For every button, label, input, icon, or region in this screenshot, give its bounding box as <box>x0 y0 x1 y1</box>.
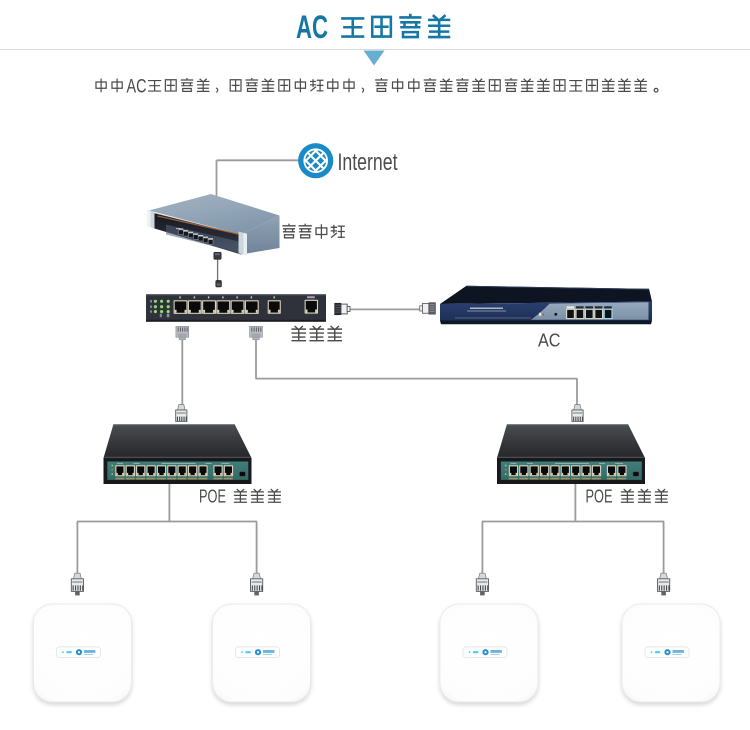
svg-text:AC: AC <box>296 9 328 45</box>
svg-text:Internet: Internet <box>338 149 398 176</box>
svg-text:POE: POE <box>199 486 226 506</box>
svg-text:AC: AC <box>538 330 561 350</box>
svg-text:AC: AC <box>127 76 147 97</box>
svg-text:POE: POE <box>586 486 613 506</box>
